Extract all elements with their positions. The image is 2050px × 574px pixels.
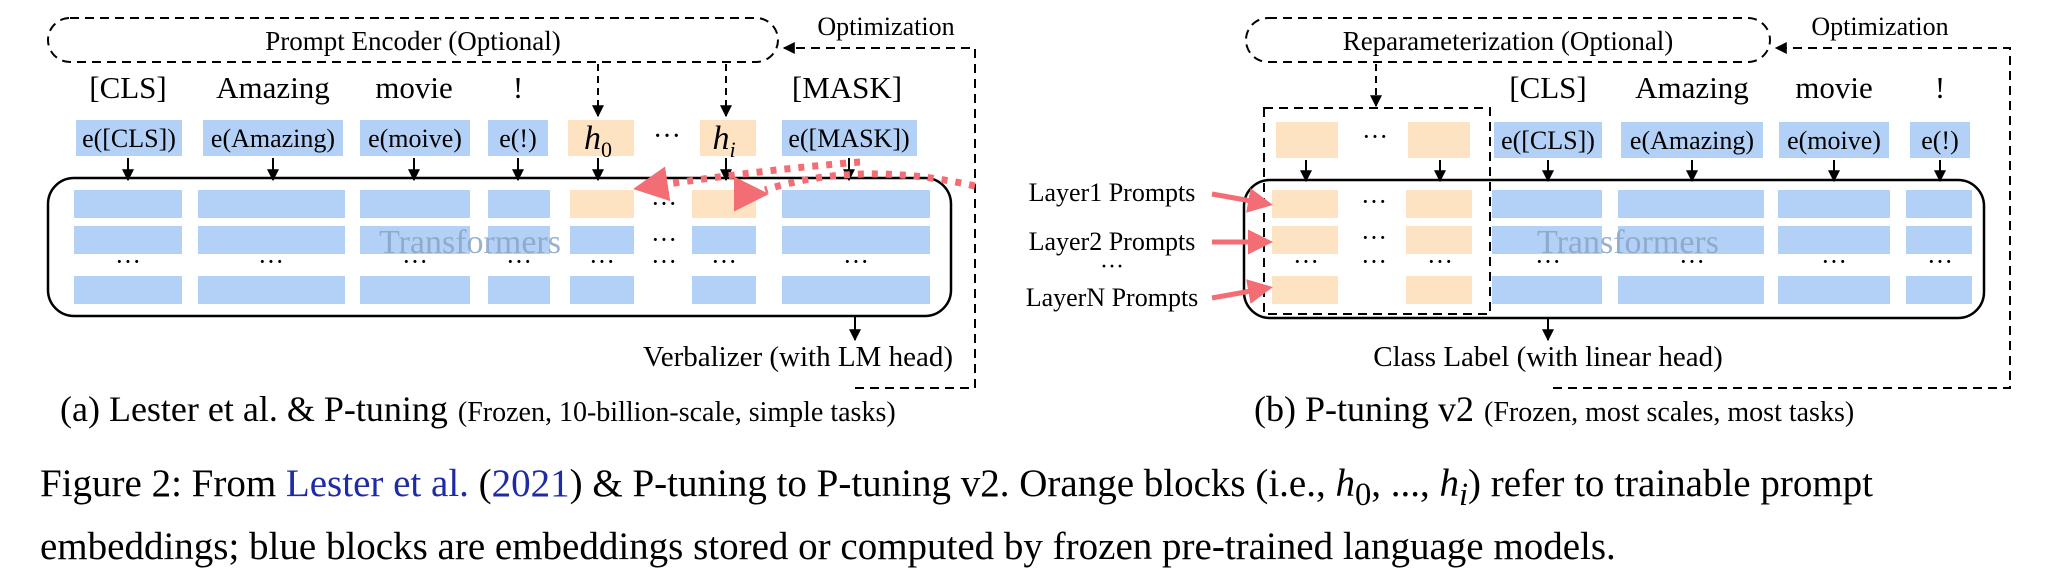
ellipsis: ··· [1361, 223, 1387, 252]
embed-amazing-b: e(Amazing) [1630, 126, 1754, 155]
ellipsis: ··· [651, 225, 677, 254]
ellipsis: ··· [1361, 187, 1387, 216]
token-amazing-a: Amazing [216, 70, 330, 105]
citation-link[interactable]: Lester et al. [285, 462, 469, 505]
embed-cls-a: e([CLS]) [82, 124, 176, 153]
token-mask-a: [MASK] [792, 70, 902, 105]
optimization-path-a [782, 42, 976, 389]
class-label: Class Label (with linear head) [1373, 341, 1723, 373]
layer2-prompts-label: Layer2 Prompts [1029, 227, 1196, 256]
prompt-region-b [1263, 107, 1491, 315]
token-amazing-b: Amazing [1635, 70, 1749, 105]
token-movie-b: movie [1795, 70, 1873, 105]
ellipsis: ··· [1293, 247, 1319, 276]
embed-block [488, 120, 548, 156]
ellipsis: ··· [1427, 247, 1453, 276]
red-dotted-arrow [633, 158, 861, 202]
ellipsis: ··· [115, 247, 141, 276]
ellipsis: ··· [1362, 122, 1388, 151]
panel-b-caption: (b) P-tuning v2(Frozen, most scales, mos… [1254, 389, 1854, 429]
ellipsis: ··· [506, 247, 532, 276]
ellipsis: ··· [258, 247, 284, 276]
ellipsis-embeds-a: ··· [653, 121, 681, 152]
optimization-label-a: Optimization [817, 12, 954, 41]
embed-movie-b: e(moive) [1787, 126, 1881, 155]
optimization-path-b [1553, 42, 2011, 389]
layer-dots-label: ··· [1100, 254, 1124, 280]
embed-mask-a: e([MASK]) [788, 124, 909, 153]
layer1-arrow [1211, 188, 1273, 213]
figure-caption: Figure 2: From Lester et al. (2021) & P-… [40, 462, 1874, 568]
transformer-rows-b [1272, 190, 1972, 304]
ellipsis: ··· [402, 247, 428, 276]
embed-block [1910, 122, 1970, 158]
token-cls-a: [CLS] [89, 70, 167, 105]
embed-block [1779, 122, 1889, 158]
prompt-h0-label: h0 [584, 120, 612, 162]
token-exclaim-b: ! [1935, 70, 1945, 105]
ellipsis: ··· [1821, 247, 1847, 276]
layer1-prompts-label: Layer1 Prompts [1029, 178, 1196, 207]
embed-exclaim-a: e(!) [499, 124, 537, 153]
embed-block [1494, 122, 1602, 158]
reparameterization-label: Reparameterization (Optional) [1343, 26, 1674, 56]
ellipsis: ··· [651, 189, 677, 218]
embed-block [782, 120, 917, 156]
red-dotted-arrow [763, 170, 976, 194]
prompt-hi-label: hi [712, 120, 735, 162]
prompt-block-b [1276, 122, 1338, 158]
prompt-block-hi [700, 120, 756, 156]
figure: Prompt Encoder (Optional) Optimization [… [46, 12, 2011, 429]
prompt-encoder-label: Prompt Encoder (Optional) [265, 26, 560, 56]
embed-block [360, 120, 470, 156]
panel-a-caption: (a) Lester et al. & P-tuning(Frozen, 10-… [60, 389, 896, 429]
verbalizer-label: Verbalizer (with LM head) [643, 341, 953, 373]
prompt-block-b [1408, 122, 1470, 158]
ellipsis: ··· [1535, 247, 1561, 276]
embed-amazing-a: e(Amazing) [211, 124, 335, 153]
reparameterization-box [1245, 17, 1771, 63]
embed-block [76, 120, 182, 156]
layern-prompts-label: LayerN Prompts [1026, 283, 1199, 312]
token-movie-a: movie [375, 70, 453, 105]
prompt-encoder-box [47, 17, 779, 63]
transformers-box-b [1242, 178, 1986, 320]
citation-year-link[interactable]: 2021 [491, 462, 570, 505]
transformers-label-a: Transformers [379, 224, 561, 261]
embed-block [1621, 122, 1763, 158]
ellipsis: ··· [843, 247, 869, 276]
transformers-label-b: Transformers [1537, 224, 1719, 261]
ellipsis: ··· [651, 247, 677, 276]
embed-movie-a: e(moive) [368, 124, 462, 153]
ellipsis: ··· [589, 247, 615, 276]
transformers-box-a [46, 176, 953, 318]
ellipsis: ··· [1361, 247, 1387, 276]
token-exclaim-a: ! [513, 70, 523, 105]
layern-arrow [1211, 279, 1273, 304]
ellipsis: ··· [1927, 247, 1953, 276]
embed-exclaim-b: e(!) [1921, 126, 1959, 155]
transformer-rows-a [74, 190, 930, 304]
embed-cls-b: e([CLS]) [1501, 126, 1595, 155]
optimization-label-b: Optimization [1811, 12, 1948, 41]
prompt-block-h0 [568, 120, 634, 156]
ellipsis: ··· [711, 247, 737, 276]
embed-block [203, 120, 343, 156]
ellipsis: ··· [1679, 247, 1705, 276]
